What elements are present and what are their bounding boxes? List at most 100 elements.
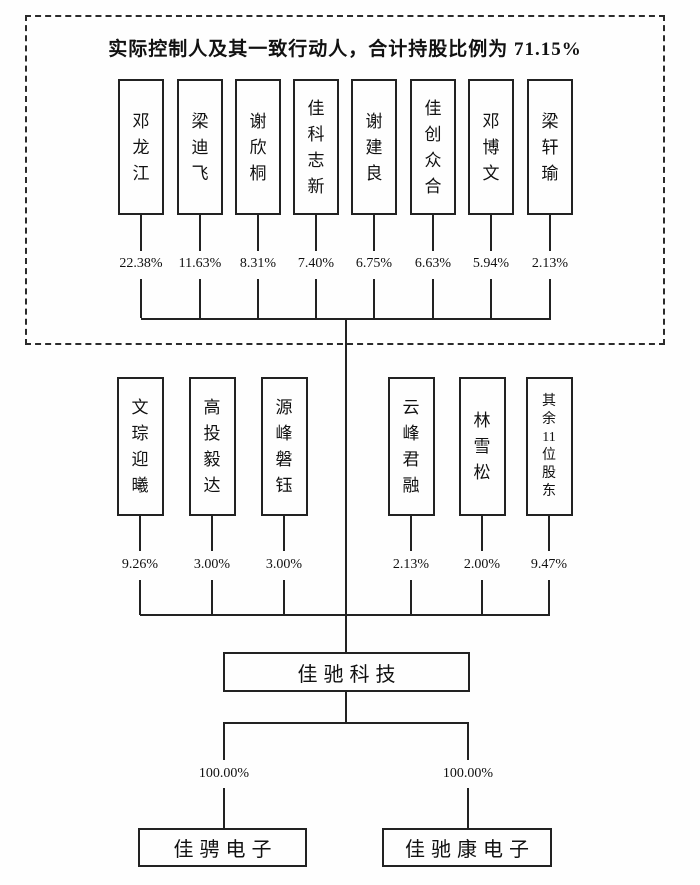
shareholder-name-box: 佳科志新: [293, 79, 339, 215]
shareholder-name-line: 雪: [473, 437, 491, 456]
shareholder-name-line: 股: [542, 465, 556, 481]
shareholder-name-line: 欣: [249, 137, 267, 157]
shareholder-name-box: 源峰磐钰: [260, 377, 308, 516]
ownership-percentage-label: 8.31%: [239, 256, 277, 271]
shareholder-name-box: 高投毅达: [188, 377, 236, 516]
shareholder-name-box: 邓龙江: [118, 79, 164, 215]
shareholder-name-line: 桐: [249, 163, 267, 183]
shareholder-name-box: 谢欣桐: [235, 79, 281, 215]
connector-line: [481, 580, 483, 615]
connector-line: [410, 580, 412, 615]
ownership-percentage-label: 2.00%: [463, 557, 501, 572]
connector-line: [410, 516, 412, 551]
ownership-percentage-label: 9.47%: [530, 557, 568, 572]
connector-line: [432, 279, 434, 318]
shareholder-name-line: 君: [402, 450, 420, 469]
ownership-percentage-label: 100.00%: [198, 766, 250, 781]
shareholder-name-line: 达: [203, 476, 221, 495]
shareholder-name-line: 云: [402, 398, 420, 417]
connector-line: [283, 580, 285, 615]
connector-line: [490, 279, 492, 318]
shareholder-name-line: 余: [542, 411, 556, 427]
shareholder-name-line: 源: [275, 398, 293, 417]
shareholder-name-line: 飞: [191, 163, 209, 183]
connector-line: [373, 215, 375, 251]
subsidiary-box: 佳驰康电子: [382, 828, 552, 867]
connector-line: [315, 215, 317, 251]
connector-line: [548, 580, 550, 615]
connector-branch-right-upper: [467, 722, 469, 760]
connector-line: [211, 580, 213, 615]
connector-line: [549, 215, 551, 251]
shareholder-name-box: 佳创众合: [410, 79, 456, 215]
connector-bus-middle: [140, 614, 550, 616]
connector-trunk-main: [345, 318, 347, 652]
shareholder-name-line: 轩: [541, 137, 559, 157]
connector-trunk-lower: [345, 692, 347, 724]
shareholder-name-line: 合: [424, 176, 442, 196]
shareholder-name-line: 佳: [424, 98, 442, 118]
shareholder-name-box: 云峰君融: [387, 377, 435, 516]
shareholder-name-line: 投: [203, 424, 221, 443]
ownership-percentage-label: 11.63%: [178, 256, 222, 271]
shareholder-name-box: 梁轩瑜: [527, 79, 573, 215]
subsidiary-box: 佳骋电子: [138, 828, 307, 867]
shareholder-name-line: 邓: [132, 111, 150, 131]
shareholder-name-line: 科: [307, 124, 325, 144]
shareholder-name-line: 高: [203, 398, 221, 417]
shareholder-name-line: 文: [482, 163, 500, 183]
shareholder-name-line: 博: [482, 137, 500, 157]
shareholder-name-line: 江: [132, 163, 150, 183]
connector-line: [373, 279, 375, 318]
shareholder-name-box: 谢建良: [351, 79, 397, 215]
shareholder-name-line: 文: [131, 398, 149, 417]
shareholder-name-line: 曦: [131, 476, 149, 495]
shareholder-name-line: 谢: [249, 111, 267, 131]
ownership-percentage-label: 100.00%: [442, 766, 494, 781]
ownership-percentage-label: 2.13%: [531, 256, 569, 271]
shareholder-name-line: 峰: [275, 424, 293, 443]
shareholder-name-box: 林雪松: [458, 377, 506, 516]
connector-line: [199, 279, 201, 318]
shareholder-name-box: 其余 11 位股东: [525, 377, 573, 516]
shareholder-name-line: 梁: [191, 111, 209, 131]
ownership-percentage-label: 6.63%: [414, 256, 452, 271]
connector-branch-right-lower: [467, 788, 469, 828]
connector-line: [140, 215, 142, 251]
subsidiary-name: 佳骋电子: [173, 839, 278, 861]
shareholder-name-line: 创: [424, 124, 442, 144]
shareholder-name-line: 11: [542, 429, 556, 445]
subsidiary-name: 佳驰康电子: [405, 839, 535, 861]
shareholder-name-line: 林: [473, 411, 491, 430]
connector-line: [139, 516, 141, 551]
shareholder-name-line: 琮: [131, 424, 149, 443]
ownership-percentage-label: 9.26%: [121, 557, 159, 572]
ownership-percentage-label: 2.13%: [392, 557, 430, 572]
connector-line: [432, 215, 434, 251]
shareholder-name-line: 迪: [191, 137, 209, 157]
shareholder-name-line: 其: [542, 393, 556, 409]
shareholder-name-box: 文琮迎曦: [116, 377, 164, 516]
connector-line: [257, 279, 259, 318]
company-name: 佳驰科技: [297, 663, 402, 686]
connector-line: [211, 516, 213, 551]
ownership-percentage-label: 3.00%: [193, 557, 231, 572]
connector-line: [315, 279, 317, 318]
shareholder-name-line: 位: [542, 447, 556, 463]
shareholder-name-line: 松: [473, 463, 491, 482]
actual-controller-group-title: 实际控制人及其一致行动人，合计持股比例为 71.15%: [108, 39, 582, 60]
connector-branch-left-lower: [223, 788, 225, 828]
shareholder-name-line: 志: [307, 150, 325, 170]
shareholder-name-line: 东: [542, 483, 556, 499]
connector-line: [140, 279, 142, 318]
connector-branch-left-upper: [223, 722, 225, 760]
connector-line: [548, 516, 550, 551]
shareholder-name-line: 邓: [482, 111, 500, 131]
connector-line: [490, 215, 492, 251]
ownership-percentage-label: 7.40%: [297, 256, 335, 271]
shareholder-name-line: 建: [365, 137, 383, 157]
ownership-percentage-label: 22.38%: [119, 256, 163, 271]
shareholder-name-line: 谢: [365, 111, 383, 131]
company-box: 佳驰科技: [223, 652, 470, 692]
